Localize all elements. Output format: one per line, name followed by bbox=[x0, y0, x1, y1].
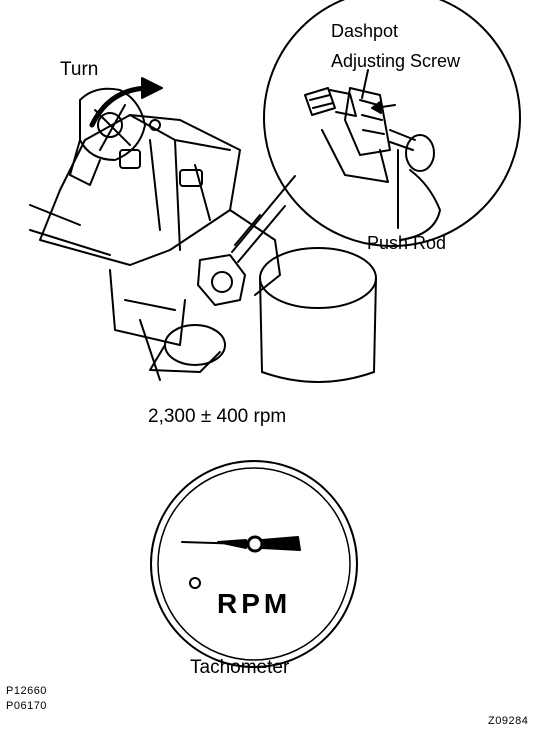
magnified-view bbox=[231, 0, 521, 263]
throttle-body bbox=[29, 114, 281, 381]
throttle-linkage bbox=[69, 87, 161, 186]
push-rod bbox=[389, 129, 435, 172]
dashpot bbox=[197, 214, 261, 306]
figure-code-2: P06170 bbox=[6, 700, 47, 712]
rpm-spec-label: 2,300 ± 400 rpm bbox=[148, 406, 287, 427]
dashpot-label-line2: Adjusting Screw bbox=[331, 51, 461, 71]
turn-arrow bbox=[89, 77, 163, 128]
push-rod-label: Push Rod bbox=[367, 233, 447, 253]
dashpot-label-line1: Dashpot bbox=[331, 21, 399, 41]
indicator-lamp-icon bbox=[189, 577, 201, 589]
tachometer-needle bbox=[181, 535, 301, 553]
figure-code-3: Z09284 bbox=[488, 715, 529, 727]
tachometer-label: Tachometer bbox=[190, 657, 290, 678]
figure-code-1: P12660 bbox=[6, 685, 47, 697]
air-cleaner bbox=[259, 247, 377, 383]
tachometer-dial bbox=[150, 460, 358, 668]
rpm-dial-label: RPM bbox=[217, 588, 292, 619]
turn-label: Turn bbox=[60, 59, 99, 80]
